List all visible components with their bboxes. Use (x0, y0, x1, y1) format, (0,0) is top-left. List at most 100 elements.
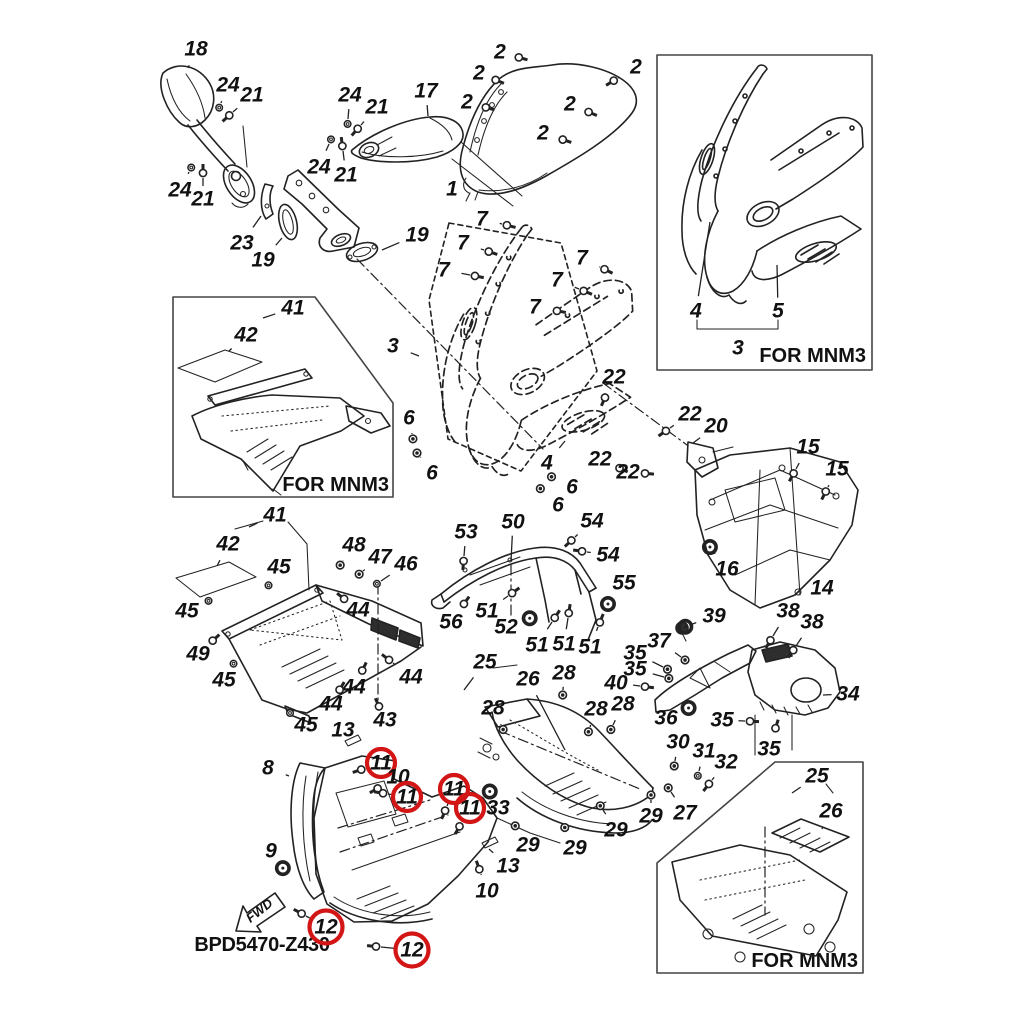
part-label: 21 (239, 84, 263, 107)
washer-icon-hole (266, 583, 271, 588)
leader-line (612, 719, 616, 726)
mnm3-caption-3: FOR MNM3 (751, 950, 858, 972)
mnm3-box-2 (656, 54, 873, 371)
part-label: 11 (459, 797, 481, 820)
part-label: 29 (562, 837, 587, 860)
leader-line (589, 724, 592, 728)
part-label: 15 (796, 436, 820, 459)
damper-icon-center (683, 625, 687, 629)
bolt-icon (550, 613, 560, 623)
bolt-icon (600, 393, 610, 402)
washer-icon (264, 581, 273, 590)
leader-line (698, 766, 701, 772)
bolt-icon (335, 685, 344, 695)
part-label: 37 (647, 630, 672, 653)
part-label: 54 (596, 544, 620, 567)
part-label: 13 (496, 855, 520, 878)
highlight-circle (393, 931, 431, 969)
mnm3-box-3 (656, 761, 864, 974)
part-label: 2 (493, 41, 506, 64)
part-label: 28 (583, 698, 608, 721)
leader-line (392, 662, 396, 666)
leader-line (410, 352, 420, 357)
part-label: 19 (251, 249, 275, 272)
bolt-icon (297, 909, 307, 918)
damper-icon (599, 595, 616, 612)
part-label: 45 (211, 669, 236, 692)
part-label: 42 (233, 324, 258, 347)
bolt-icon (788, 645, 798, 655)
part-label: 24 (306, 156, 331, 179)
washer-icon (326, 135, 336, 144)
nut-icon-center (357, 572, 361, 576)
mnm3-caption-1: FOR MNM3 (282, 474, 389, 496)
leader-line (669, 424, 675, 429)
part-label: 11 (443, 778, 465, 801)
bolt-icon (558, 135, 568, 144)
bolt-icon (771, 723, 780, 733)
bolt-icon (789, 468, 799, 478)
part-label: 44 (345, 599, 370, 622)
part-label: 16 (715, 558, 739, 581)
leader-line (827, 484, 830, 488)
washer-icon (285, 708, 295, 718)
part-label: 56 (439, 611, 463, 634)
part-label: 3 (387, 335, 399, 358)
part-label: 33 (486, 797, 510, 820)
leader-line (776, 264, 779, 298)
bolt-icon (474, 864, 484, 874)
part-label: 40 (603, 672, 628, 695)
bolt-icon (514, 52, 524, 62)
bolt-icon (455, 821, 464, 831)
leader-line (187, 64, 190, 69)
bolt-icon (766, 635, 775, 645)
leader-line (574, 286, 580, 290)
highlight-circle (364, 746, 398, 780)
part-label: 30 (666, 731, 690, 754)
part-label: 35 (710, 709, 734, 732)
damper-icon-center (528, 616, 532, 620)
nut-icon-center (667, 676, 671, 681)
nut-icon-center (549, 474, 554, 479)
bolt-icon (640, 469, 650, 478)
part-label: 10 (475, 880, 499, 903)
part-label: 29 (638, 805, 663, 828)
bolt-icon (459, 556, 468, 566)
leader-line (692, 437, 701, 444)
nut-icon-center (411, 437, 415, 441)
leader-line (488, 848, 494, 854)
part-label: 51 (552, 633, 575, 656)
highlight-circle (390, 780, 424, 814)
part-label: 36 (654, 707, 678, 730)
part-label: 21 (364, 96, 388, 119)
leader-line (362, 569, 366, 572)
nut-icon-center (562, 825, 567, 830)
leader-line (821, 826, 824, 830)
bolt-icon (481, 102, 491, 112)
part-label: 7 (551, 269, 564, 292)
bolt-icon (821, 487, 831, 496)
part-label: 41 (280, 297, 304, 320)
part-label: 53 (454, 521, 478, 544)
bolt-icon (507, 588, 517, 598)
part-label: 43 (372, 709, 397, 732)
part-label: 49 (185, 643, 210, 666)
part-label: 42 (215, 533, 240, 556)
washer-icon-hole (288, 711, 292, 715)
nut-icon-center (338, 563, 342, 567)
part-label: 23 (229, 232, 254, 255)
bolt-icon (384, 655, 394, 665)
leader-line (546, 621, 553, 630)
bolt-icon (640, 682, 650, 692)
leader-line (697, 221, 711, 297)
leader-line (252, 215, 262, 228)
damper-icon-center (281, 866, 285, 870)
part-label: 21 (190, 188, 214, 211)
part-label: 38 (800, 611, 824, 634)
leader-line (347, 109, 350, 120)
leader-line (565, 617, 569, 630)
leader-line (216, 559, 221, 567)
leader-line (586, 551, 591, 554)
part-label: 7 (476, 208, 489, 231)
